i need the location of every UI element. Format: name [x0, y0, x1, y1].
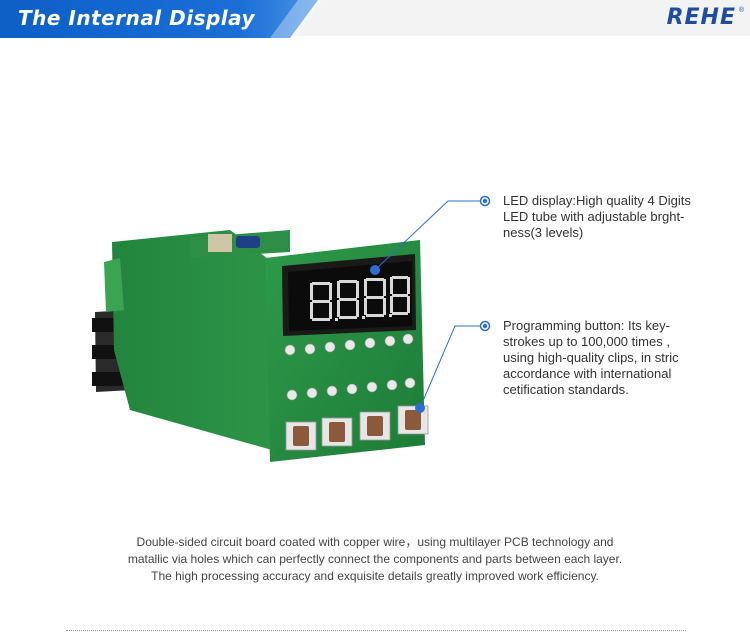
callout-led-display: LED display:High quality 4 Digits LED tu… [503, 193, 691, 241]
description-caption: Double-sided circuit board coated with c… [0, 534, 750, 585]
registered-mark: ® [738, 7, 744, 14]
callout-line: Programming button: Its key- [503, 318, 670, 333]
callout-line: using high-quality clips, in stric [503, 350, 679, 365]
callout-line: strokes up to 100,000 times , [503, 334, 670, 349]
circuit-board-photo-icon [92, 230, 429, 462]
page-title: The Internal Display [18, 6, 256, 30]
callout-line: accordance with international [503, 366, 672, 381]
dotted-divider [66, 630, 686, 631]
caption-line: The high processing accuracy and exquisi… [151, 569, 599, 583]
callout-line: LED display:High quality 4 Digits [503, 193, 691, 208]
brand-logo: REHE [666, 5, 736, 30]
banner-shape [0, 0, 322, 38]
callout-line: cetification standards. [503, 382, 629, 397]
callout-line: LED tube with adjustable brght- [503, 209, 685, 224]
callout-programming-button: Programming button: Its key- strokes up … [503, 318, 679, 398]
caption-line: matallic via holes which can perfectly c… [127, 552, 623, 566]
title-banner: The Internal Display [0, 0, 330, 38]
caption-line: Double-sided circuit board coated with c… [136, 535, 614, 549]
circuit-board-image [90, 200, 450, 470]
callout-line: ness(3 levels) [503, 225, 584, 240]
